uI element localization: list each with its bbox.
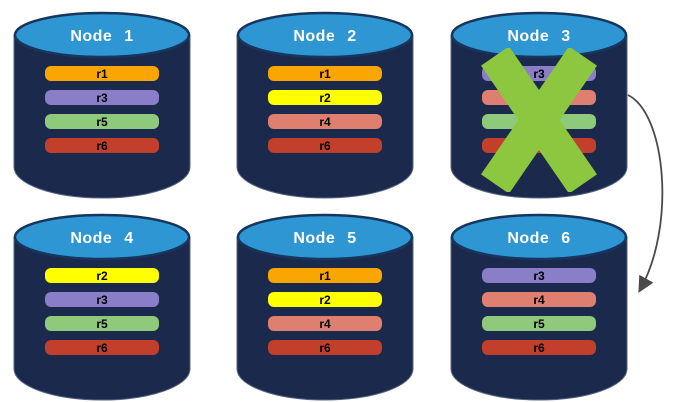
replica-label-r4: r4: [533, 293, 545, 307]
database-node-6: Node 6 r3 r4 r5 r6: [449, 210, 629, 402]
cylinder-top: [450, 11, 628, 59]
replica-label-r1: r1: [96, 67, 108, 81]
replica-bar-r6: [45, 340, 159, 355]
node-title: Node 2: [293, 28, 356, 45]
replica-bar-r6: [268, 138, 382, 153]
cylinder-top: [13, 213, 191, 261]
replica-label-r6: r6: [533, 341, 545, 355]
node-title: Node 5: [293, 230, 356, 247]
cylinder-icon: Node 5 r1 r2 r4 r6: [236, 213, 414, 401]
cylinder-top: [236, 11, 414, 59]
replica-bar-r2: [268, 90, 382, 105]
cylinder-top: [450, 213, 628, 261]
replica-label-r3: r3: [96, 293, 108, 307]
replica-bar-r6: [45, 138, 159, 153]
database-node-1: Node 1 r1 r3 r5 r6: [12, 8, 192, 200]
replica-label-r3: r3: [533, 67, 545, 81]
replica-bar-r6: [268, 340, 382, 355]
cylinder-icon: Node 6 r3 r4 r5 r6: [450, 213, 628, 401]
node-title: Node 6: [507, 230, 570, 247]
database-node-4: Node 4 r2 r3 r5 r6: [12, 210, 192, 402]
replica-bar-r3: [482, 268, 596, 283]
replica-bar-r4: [482, 292, 596, 307]
replica-bar-r5: [45, 114, 159, 129]
replica-label-r3: r3: [96, 91, 108, 105]
replica-label-r1: r1: [319, 269, 331, 283]
database-node-3: Node 3r3r4r5r6: [449, 8, 629, 200]
replica-label-r5: r5: [96, 115, 108, 129]
replica-bar-r5: [482, 316, 596, 331]
replica-bar-r2: [45, 268, 159, 283]
replica-label-r6: r6: [96, 341, 108, 355]
arrow-node3-to-node6: [627, 94, 664, 293]
cylinder-icon: Node 4 r2 r3 r5 r6: [13, 213, 191, 401]
cylinder-icon: Node 1 r1 r3 r5 r6: [13, 11, 191, 199]
cylinder-top: [236, 213, 414, 261]
replica-label-r4: r4: [319, 115, 331, 129]
replica-label-r4: r4: [319, 317, 331, 331]
replica-bar-r4: [268, 114, 382, 129]
replica-bar-r4: [268, 316, 382, 331]
cylinder-icon: Node 2 r1 r2 r4 r6: [236, 11, 414, 199]
replica-label-r2: r2: [319, 293, 331, 307]
replica-bar-r2: [268, 292, 382, 307]
node-title: Node 4: [70, 230, 133, 247]
database-node-2: Node 2 r1 r2 r4 r6: [235, 8, 415, 200]
replica-label-r6: r6: [96, 139, 108, 153]
replica-bar-r1: [268, 66, 382, 81]
replica-label-r5: r5: [96, 317, 108, 331]
cylinder-top: [13, 11, 191, 59]
replica-label-r3: r3: [533, 269, 545, 283]
replica-label-r1: r1: [319, 67, 331, 81]
replica-label-r6: r6: [319, 139, 331, 153]
replica-bar-r3: [45, 90, 159, 105]
replica-bar-r3: [45, 292, 159, 307]
replica-label-r6: r6: [319, 341, 331, 355]
replica-bar-r1: [45, 66, 159, 81]
replica-bar-r1: [268, 268, 382, 283]
replica-label-r2: r2: [319, 91, 331, 105]
node-title: Node 3: [507, 28, 570, 45]
replica-label-r5: r5: [533, 317, 545, 331]
node-title: Node 1: [70, 28, 133, 45]
replica-bar-r5: [45, 316, 159, 331]
replica-label-r2: r2: [96, 269, 108, 283]
replica-bar-r6: [482, 340, 596, 355]
failed-x-icon: [480, 48, 598, 192]
database-node-5: Node 5 r1 r2 r4 r6: [235, 210, 415, 402]
